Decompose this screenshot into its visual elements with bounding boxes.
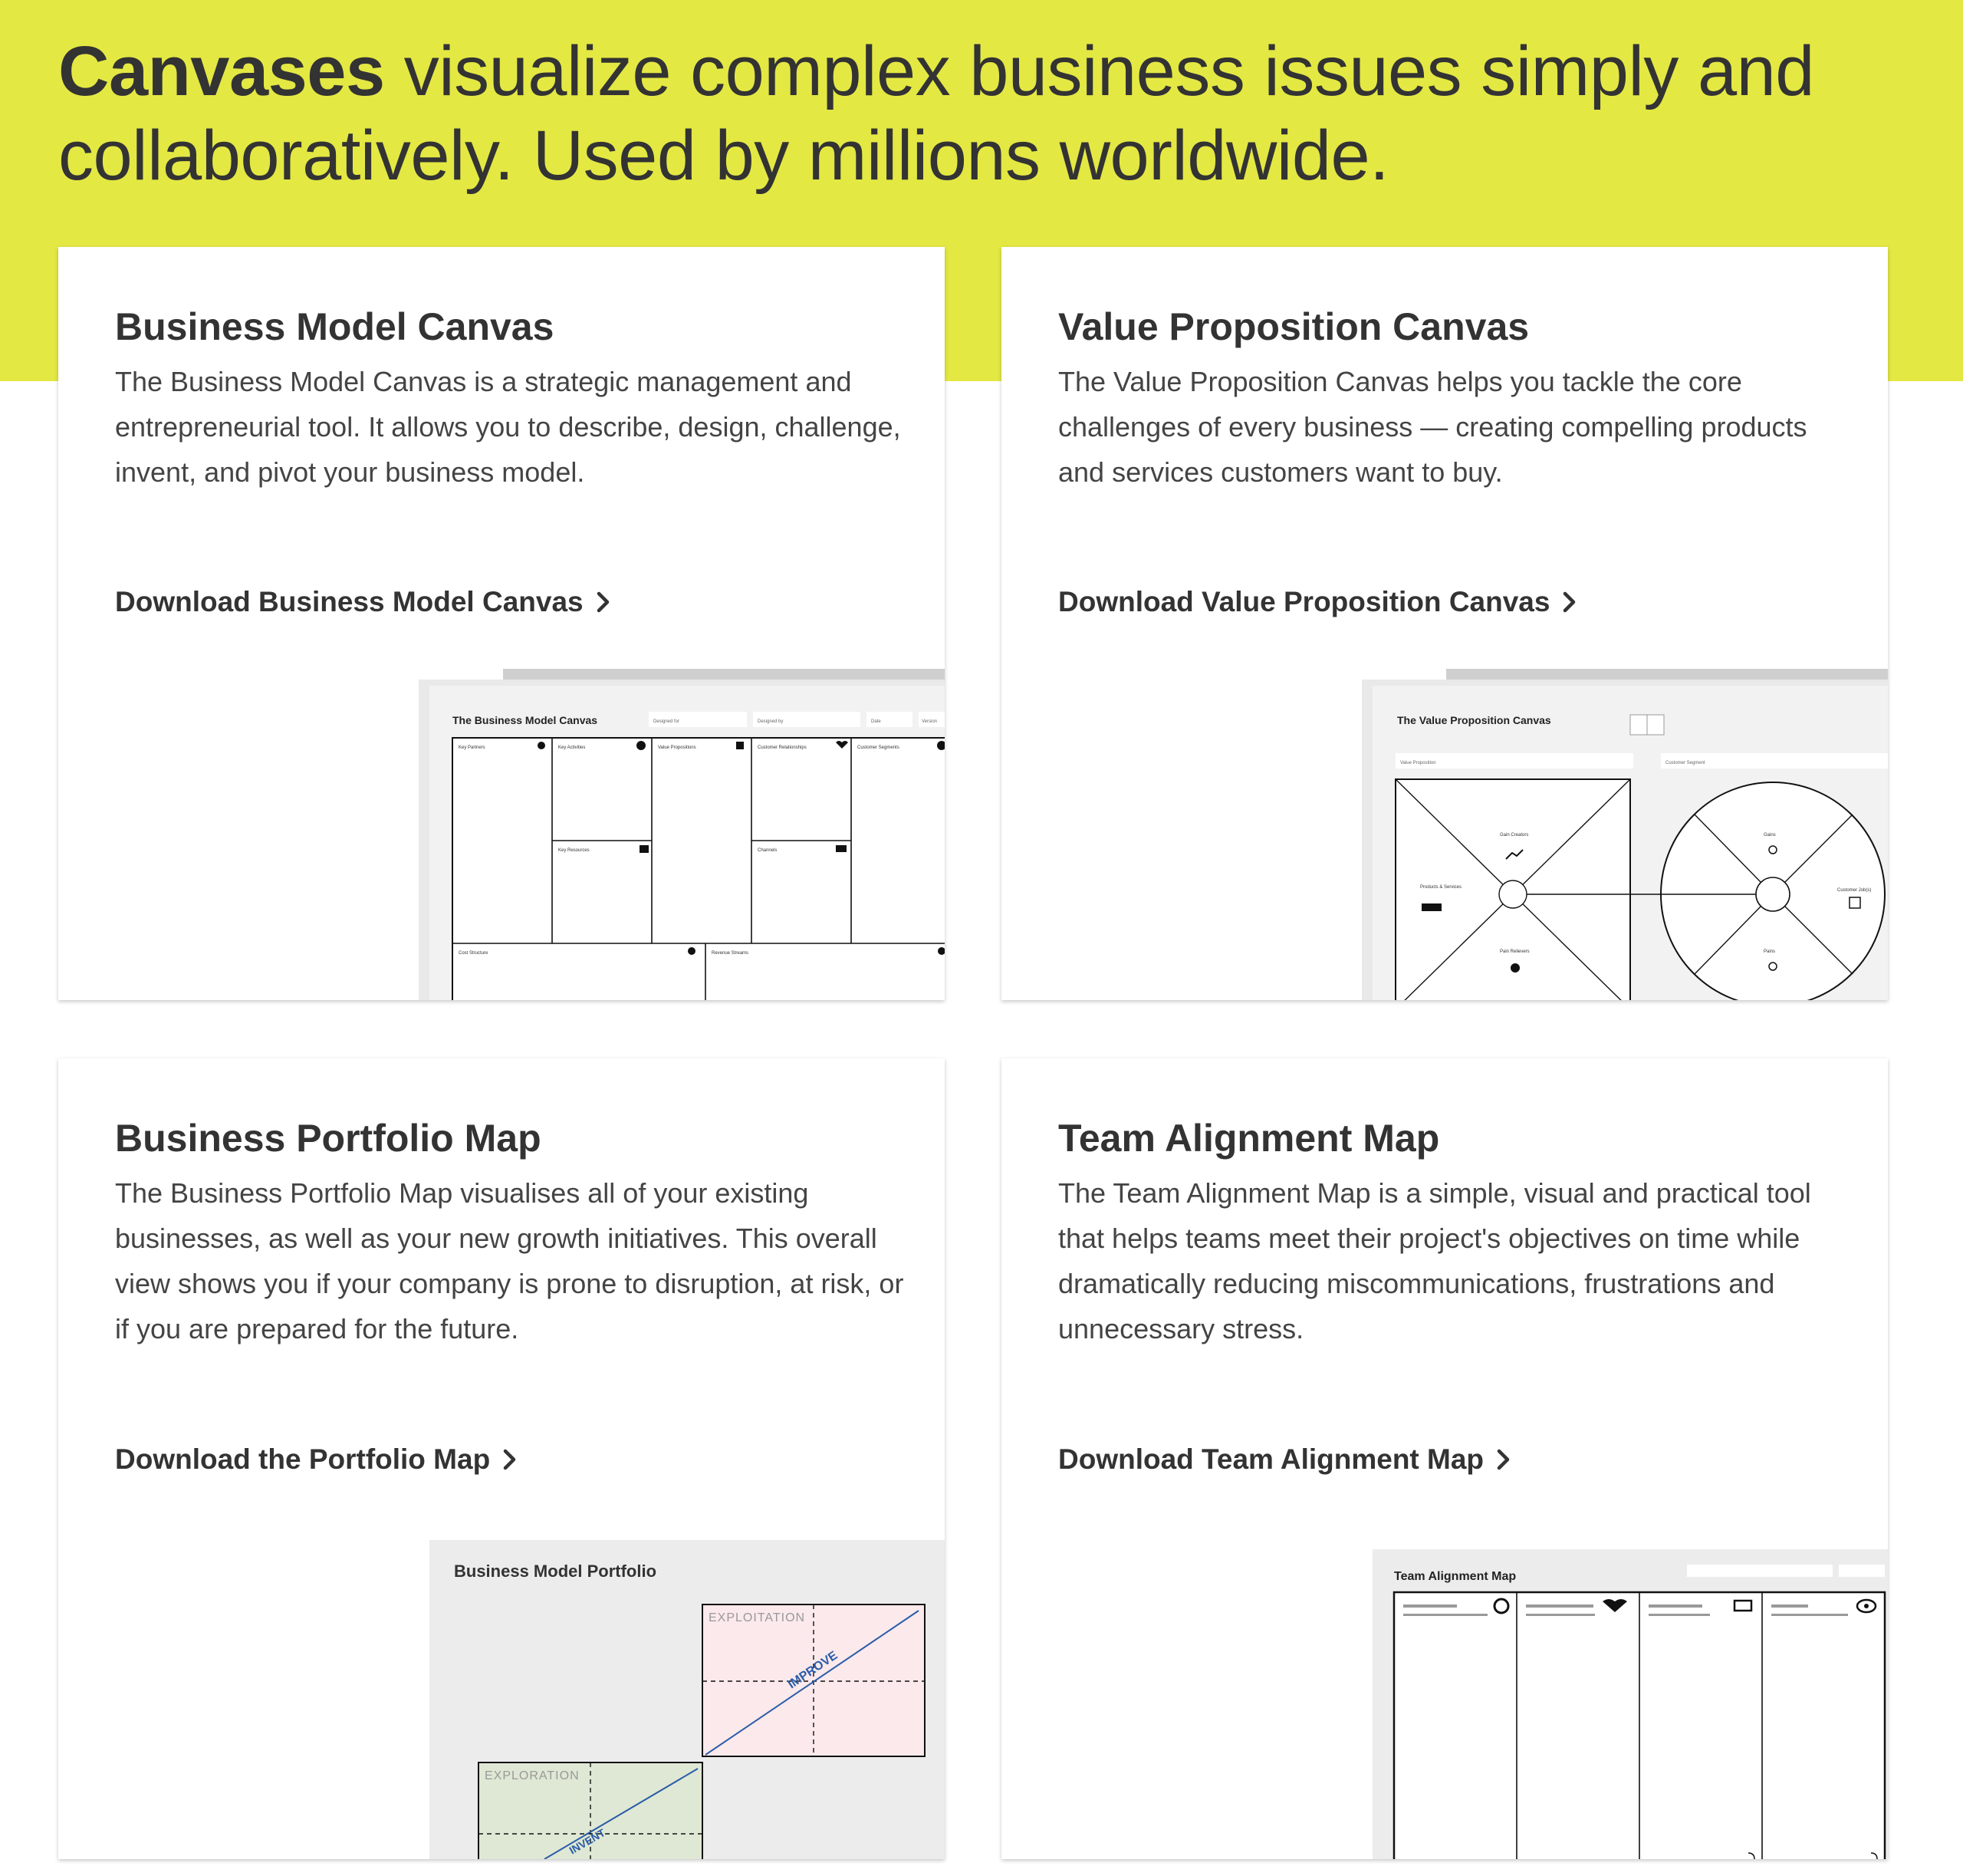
team-alignment-map-thumbnail: Team Alignment Map (1373, 1549, 1888, 1859)
vpc-label: Pains (1764, 950, 1775, 954)
tam-thumbnail-graphic: Team Alignment Map (1373, 1549, 1888, 1859)
portfolio-thumbnail-graphic: Business Model Portfolio EXPLOITATION IM… (429, 1540, 945, 1859)
field-label: Version (922, 719, 937, 724)
frown-icon (1768, 962, 1777, 971)
card-business-portfolio-map: Business Portfolio Map The Business Port… (58, 1058, 945, 1859)
eye-icon (1856, 1598, 1877, 1614)
chevron-right-icon (503, 1449, 516, 1470)
value-proposition-canvas-thumbnail: The Value Proposition Canvas Value Propo… (1362, 669, 1888, 1000)
field-label: Designed for (653, 719, 679, 724)
card-team-alignment-map: Team Alignment Map The Team Alignment Ma… (1001, 1058, 1888, 1859)
block-label: Key Activities (558, 745, 585, 750)
customer-face-icon (1755, 877, 1790, 912)
block-label: Key Resources (558, 848, 590, 853)
link-icon (538, 742, 545, 749)
pill-icon (1511, 963, 1520, 973)
battery-icon (1733, 1599, 1753, 1612)
link-label: Download Business Model Canvas (115, 586, 584, 617)
card-description: The Team Alignment Map is a simple, visu… (1058, 1177, 1811, 1344)
chevron-right-icon (1563, 591, 1576, 613)
download-portfolio-map-link[interactable]: Download the Portfolio Map (115, 1443, 518, 1476)
business-portfolio-map-thumbnail: Business Model Portfolio EXPLOITATION IM… (429, 1540, 945, 1859)
tag-icon (688, 947, 695, 955)
card-title: Business Portfolio Map (115, 1117, 541, 1160)
download-value-proposition-canvas-link[interactable]: Download Value Proposition Canvas (1058, 586, 1577, 618)
headline-rest: visualize complex business issues simply… (58, 32, 1814, 195)
download-business-model-canvas-link[interactable]: Download Business Model Canvas (115, 586, 611, 618)
page-headline: Canvases visualize complex business issu… (58, 29, 1899, 198)
truck-icon (836, 845, 847, 852)
vpc-label: Pain Relievers (1500, 950, 1530, 954)
smile-icon (1768, 845, 1777, 854)
money-bag-icon (938, 947, 945, 955)
thumb-title: The Value Proposition Canvas (1397, 714, 1551, 726)
field-label: Customer Segment (1665, 761, 1705, 765)
block-label: Key Partners (459, 745, 485, 750)
vpc-label: Customer Job(s) (1837, 888, 1871, 893)
card-description: The Value Proposition Canvas helps you t… (1058, 366, 1807, 488)
chart-up-icon (1505, 849, 1524, 860)
gift-icon (736, 742, 744, 749)
card-value-proposition-canvas: Value Proposition Canvas The Value Propo… (1001, 247, 1888, 1000)
thumb-title: The Business Model Canvas (452, 714, 597, 726)
block-label: Value Propositions (658, 745, 696, 750)
exploration-label: EXPLORATION (485, 1769, 580, 1782)
field-label: Value Proposition (1400, 761, 1436, 765)
vpc-label: Products & Services (1420, 885, 1462, 890)
chevron-right-icon (1497, 1449, 1510, 1470)
card-business-model-canvas: Business Model Canvas The Business Model… (58, 247, 945, 1000)
gift-icon (1498, 880, 1527, 909)
link-label: Download Value Proposition Canvas (1058, 586, 1550, 617)
vpc-label: Gain Creators (1500, 833, 1528, 838)
products-icon (1422, 903, 1442, 911)
chevron-right-icon (597, 591, 609, 613)
block-label: Customer Segments (857, 745, 899, 750)
block-label: Cost Structure (459, 951, 488, 956)
card-title: Business Model Canvas (115, 305, 554, 348)
vpc-thumbnail-graphic: The Value Proposition Canvas Value Propo… (1362, 669, 1888, 1000)
download-team-alignment-map-link[interactable]: Download Team Alignment Map (1058, 1443, 1511, 1476)
card-title: Value Proposition Canvas (1058, 305, 1530, 348)
block-label: Channels (758, 848, 777, 853)
target-icon (1493, 1598, 1510, 1614)
link-label: Download Team Alignment Map (1058, 1443, 1485, 1475)
checklist-icon (1849, 897, 1861, 909)
thumb-title: Team Alignment Map (1394, 1570, 1516, 1583)
business-model-canvas-thumbnail: The Business Model Canvas Designed for D… (419, 669, 945, 1000)
exploitation-label: EXPLOITATION (709, 1611, 805, 1624)
field-label: Designed by (758, 719, 783, 724)
people-icon (937, 741, 945, 750)
handshake-icon (1603, 1599, 1627, 1612)
vpc-label: Gains (1764, 833, 1776, 838)
thumb-title: Business Model Portfolio (454, 1562, 656, 1581)
block-label: Revenue Streams (712, 951, 748, 956)
card-description: The Business Model Canvas is a strategic… (115, 366, 901, 488)
factory-icon (640, 845, 649, 853)
bmc-thumbnail-graphic: The Business Model Canvas Designed for D… (419, 669, 945, 1000)
block-label: Customer Relationships (758, 745, 807, 750)
check-icon (636, 741, 646, 750)
heart-icon (836, 741, 848, 749)
link-label: Download the Portfolio Map (115, 1443, 491, 1475)
card-title: Team Alignment Map (1058, 1117, 1440, 1160)
headline-bold: Canvases (58, 32, 385, 110)
card-description: The Business Portfolio Map visualises al… (115, 1177, 904, 1344)
field-label: Date (871, 719, 881, 724)
